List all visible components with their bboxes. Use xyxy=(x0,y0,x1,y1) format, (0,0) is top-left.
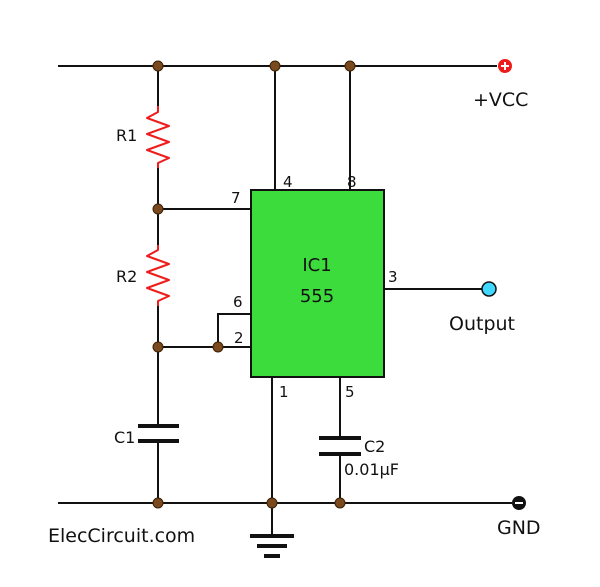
junction-dot xyxy=(152,60,164,72)
c1-label: C1 xyxy=(114,428,135,447)
gnd-label: GND xyxy=(497,517,541,539)
pin-1-label: 1 xyxy=(279,383,289,401)
pin-8-label: 8 xyxy=(347,173,357,191)
junction-dot xyxy=(334,497,346,509)
watermark-label: ElecCircuit.com xyxy=(48,525,195,547)
r2-label: R2 xyxy=(116,267,137,286)
output-label: Output xyxy=(449,313,515,335)
junction-dot xyxy=(344,60,356,72)
junction-dots xyxy=(152,60,356,509)
ground-symbol xyxy=(250,534,294,558)
r1-label: R1 xyxy=(116,126,137,145)
junction-dot xyxy=(152,497,164,509)
vcc-terminal xyxy=(498,59,512,73)
output-terminal xyxy=(481,281,497,297)
pin-3-label: 3 xyxy=(388,268,398,286)
pin-5-label: 5 xyxy=(345,383,355,401)
pin-4-label: 4 xyxy=(283,173,293,191)
gnd-terminal xyxy=(512,496,526,510)
c2-value-label: 0.01µF xyxy=(344,460,399,479)
junction-dot xyxy=(212,341,224,353)
ic-555-body xyxy=(250,189,385,378)
junction-dot xyxy=(266,497,278,509)
ic-part-label: 555 xyxy=(300,286,334,307)
wire-pin6-loop xyxy=(217,313,251,347)
c2-label: C2 xyxy=(364,437,385,456)
pin-2-label: 2 xyxy=(234,329,244,347)
pin-6-label: 6 xyxy=(233,293,243,311)
pin-7-label: 7 xyxy=(231,189,241,207)
junction-dot xyxy=(152,341,164,353)
vcc-label: +VCC xyxy=(473,89,528,111)
junction-dot xyxy=(152,203,164,215)
r2-resistor xyxy=(146,245,170,306)
r1-resistor xyxy=(146,106,170,168)
ic-name-label: IC1 xyxy=(302,255,331,276)
junction-dot xyxy=(269,60,281,72)
